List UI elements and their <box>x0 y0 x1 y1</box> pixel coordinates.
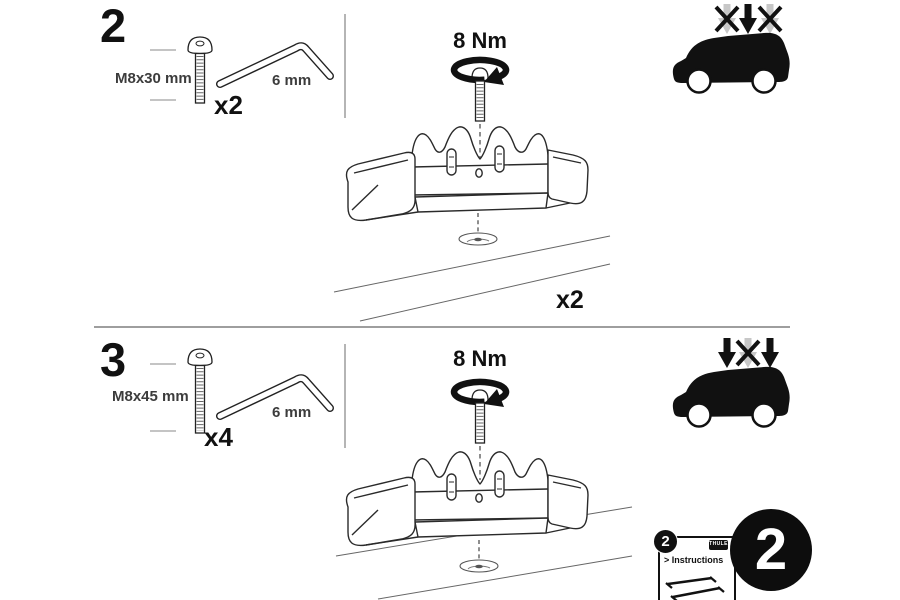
foot-pack-illustration <box>335 340 633 600</box>
parts-divider <box>344 344 346 448</box>
bolt-quantity: x4 <box>204 422 233 452</box>
parts-divider <box>344 14 346 118</box>
step-3-number: 3 <box>100 333 126 386</box>
section-divider <box>94 326 790 328</box>
thule-logo: THULE <box>709 540 728 550</box>
manual-step-badge: 2 <box>653 529 678 554</box>
hex-key-icon <box>216 374 334 420</box>
hex-key-size-label: 6 mm <box>272 404 312 421</box>
foot-pack-illustration <box>333 50 611 322</box>
car-roof-position-icon <box>671 338 791 428</box>
torque-label: 8 Nm <box>453 28 507 53</box>
bolt-quantity: x2 <box>214 90 243 120</box>
torque-label: 8 Nm <box>453 346 507 371</box>
hex-key-icon <box>216 42 334 88</box>
bolt-icon <box>150 348 213 434</box>
kit-number-badge: 2 <box>730 509 812 591</box>
bolt-length-label: M8x45 mm <box>112 388 189 405</box>
hex-key-size-label: 6 mm <box>272 72 312 89</box>
repeat-count: x2 <box>556 286 584 314</box>
step-2-number: 2 <box>100 0 126 52</box>
roof-bars-icon <box>665 576 725 600</box>
section-step-3: 3 M8x45 mm x4 6 mm 8 Nm <box>0 328 900 600</box>
section-step-2: 2 M8x30 mm x2 6 mm 8 Nm x2 <box>100 0 791 322</box>
car-roof-position-icon <box>671 4 791 94</box>
bolt-icon <box>150 36 213 104</box>
bolt-length-label: M8x30 mm <box>115 70 192 87</box>
instructions-label: > Instructions <box>664 555 724 565</box>
